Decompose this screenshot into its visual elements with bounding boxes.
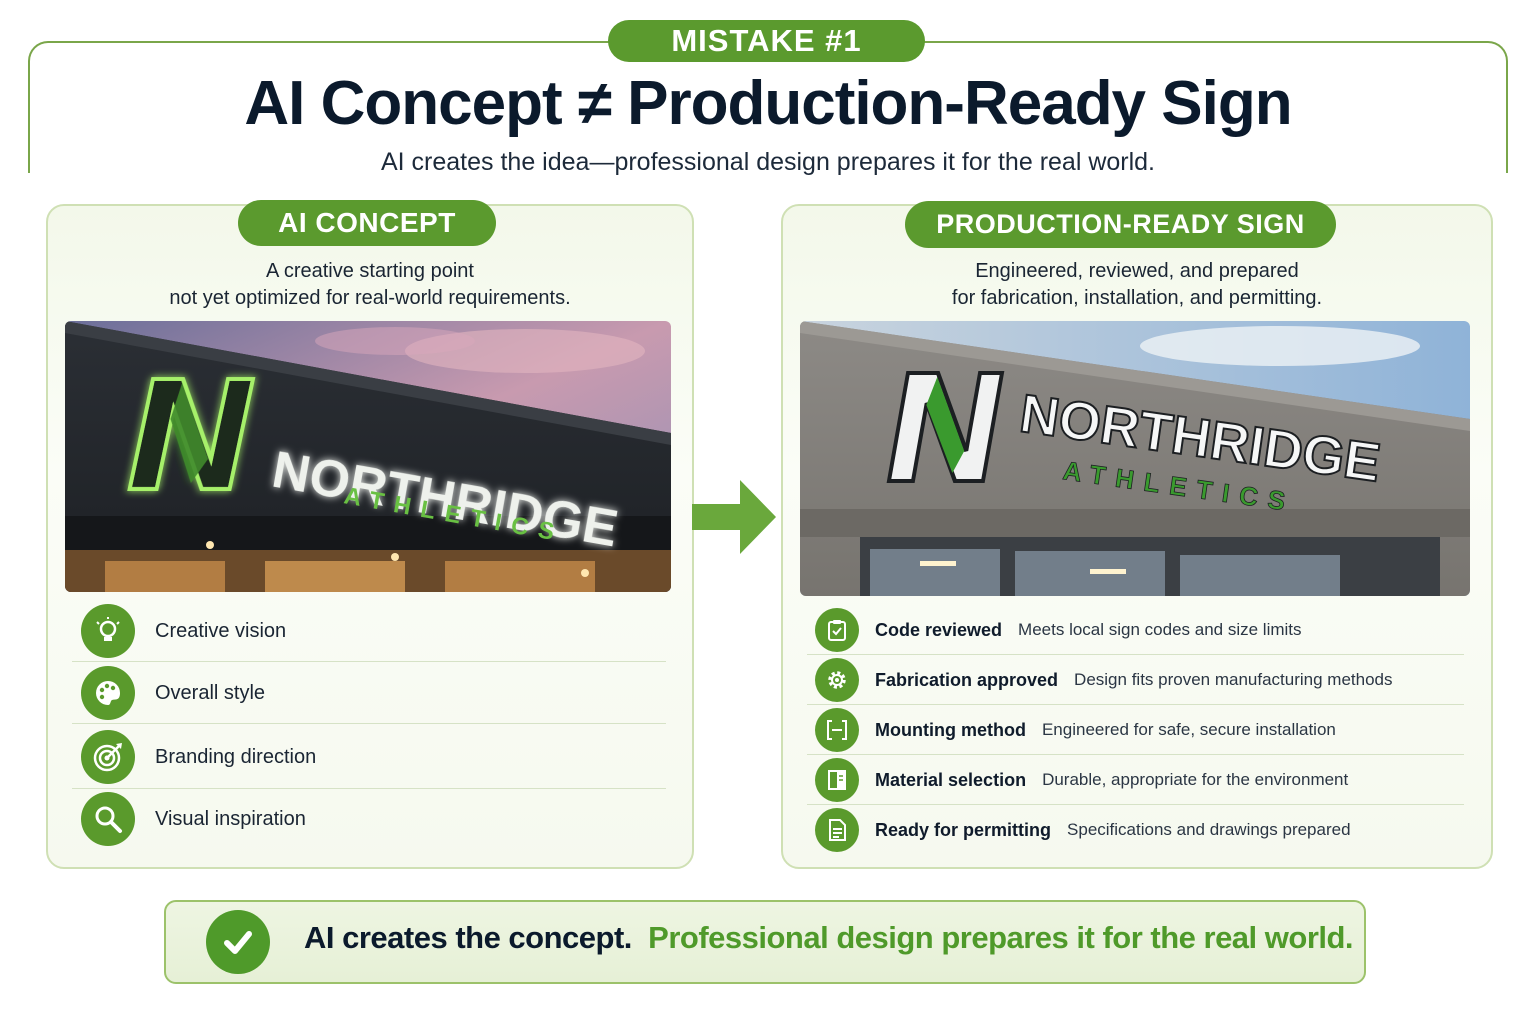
list-item-title: Material selection [875, 769, 1027, 790]
list-item: Branding direction [81, 730, 316, 784]
material-swatch-icon [815, 758, 859, 802]
divider [807, 754, 1464, 755]
divider [72, 661, 666, 662]
list-item-label: Visual inspiration [155, 807, 306, 830]
summary-banner [164, 900, 1366, 984]
mistake-badge: MISTAKE #1 [608, 20, 925, 62]
production-ready-description: Engineered, reviewed, and prepared for f… [781, 258, 1493, 312]
bracket-icon [815, 708, 859, 752]
divider [807, 654, 1464, 655]
list-item-label: Overall style [155, 681, 266, 704]
desc-line: for fabrication, installation, and permi… [951, 287, 1323, 309]
list-item: Visual inspiration [81, 792, 306, 846]
clipboard-check-icon [815, 608, 859, 652]
list-item: Fabrication approved Design fits proven … [815, 658, 1393, 702]
list-item-desc: Meets local sign codes and size limits [1018, 620, 1302, 639]
list-item-title: Fabrication approved [875, 669, 1059, 690]
list-item-desc: Engineered for safe, secure installation [1041, 720, 1336, 739]
summary-green-text: Professional design prepares it for the … [648, 920, 1354, 955]
list-item-title: Code reviewed [875, 619, 1003, 640]
list-item-desc: Design fits proven manufacturing methods [1074, 670, 1393, 689]
page-title: AI Concept ≠ Production-Ready Sign [244, 69, 1292, 138]
production-sign-image: NORTHRIDGE ATHLETICS [800, 321, 1470, 596]
ai-concept-description: A creative starting point not yet optimi… [46, 258, 694, 312]
list-item: Creative vision [81, 604, 286, 658]
divider [72, 723, 666, 724]
summary-text: AI creates the concept. Professional des… [304, 920, 1354, 956]
list-item: Material selection Durable, appropriate … [815, 758, 1348, 802]
divider [807, 804, 1464, 805]
list-item: Code reviewed Meets local sign codes and… [815, 608, 1302, 652]
list-item-label: Creative vision [155, 619, 287, 642]
list-item: Mounting method Engineered for safe, sec… [815, 708, 1336, 752]
list-item-desc: Durable, appropriate for the environment [1042, 770, 1349, 789]
lightbulb-icon [81, 604, 135, 658]
checkmark-icon [206, 910, 270, 974]
summary-dark-text: AI creates the concept. [304, 920, 632, 955]
divider [807, 704, 1464, 705]
gear-icon [815, 658, 859, 702]
list-item-title: Mounting method [875, 719, 1026, 740]
production-ready-pill: PRODUCTION-READY SIGN [905, 201, 1336, 248]
target-icon [81, 730, 135, 784]
list-item: Overall style [81, 666, 265, 720]
ai-concept-pill: AI CONCEPT [238, 200, 496, 246]
list-item-label: Branding direction [155, 745, 317, 768]
divider [72, 788, 666, 789]
document-icon [815, 808, 859, 852]
magnifier-icon [81, 792, 135, 846]
list-item: Ready for permitting Specifications and … [815, 808, 1351, 852]
arrow-right-icon [692, 480, 776, 554]
list-item-desc: Specifications and drawings prepared [1067, 820, 1351, 839]
desc-line: A creative starting point [266, 260, 474, 282]
palette-icon [81, 666, 135, 720]
ai-concept-sign-image: NORTHRIDGE ATHLETICS [65, 321, 671, 592]
list-item-title: Ready for permitting [875, 819, 1052, 840]
desc-line: Engineered, reviewed, and prepared [975, 260, 1299, 282]
desc-line: not yet optimized for real-world require… [169, 287, 571, 309]
page-subtitle: AI creates the idea—professional design … [380, 148, 1156, 176]
